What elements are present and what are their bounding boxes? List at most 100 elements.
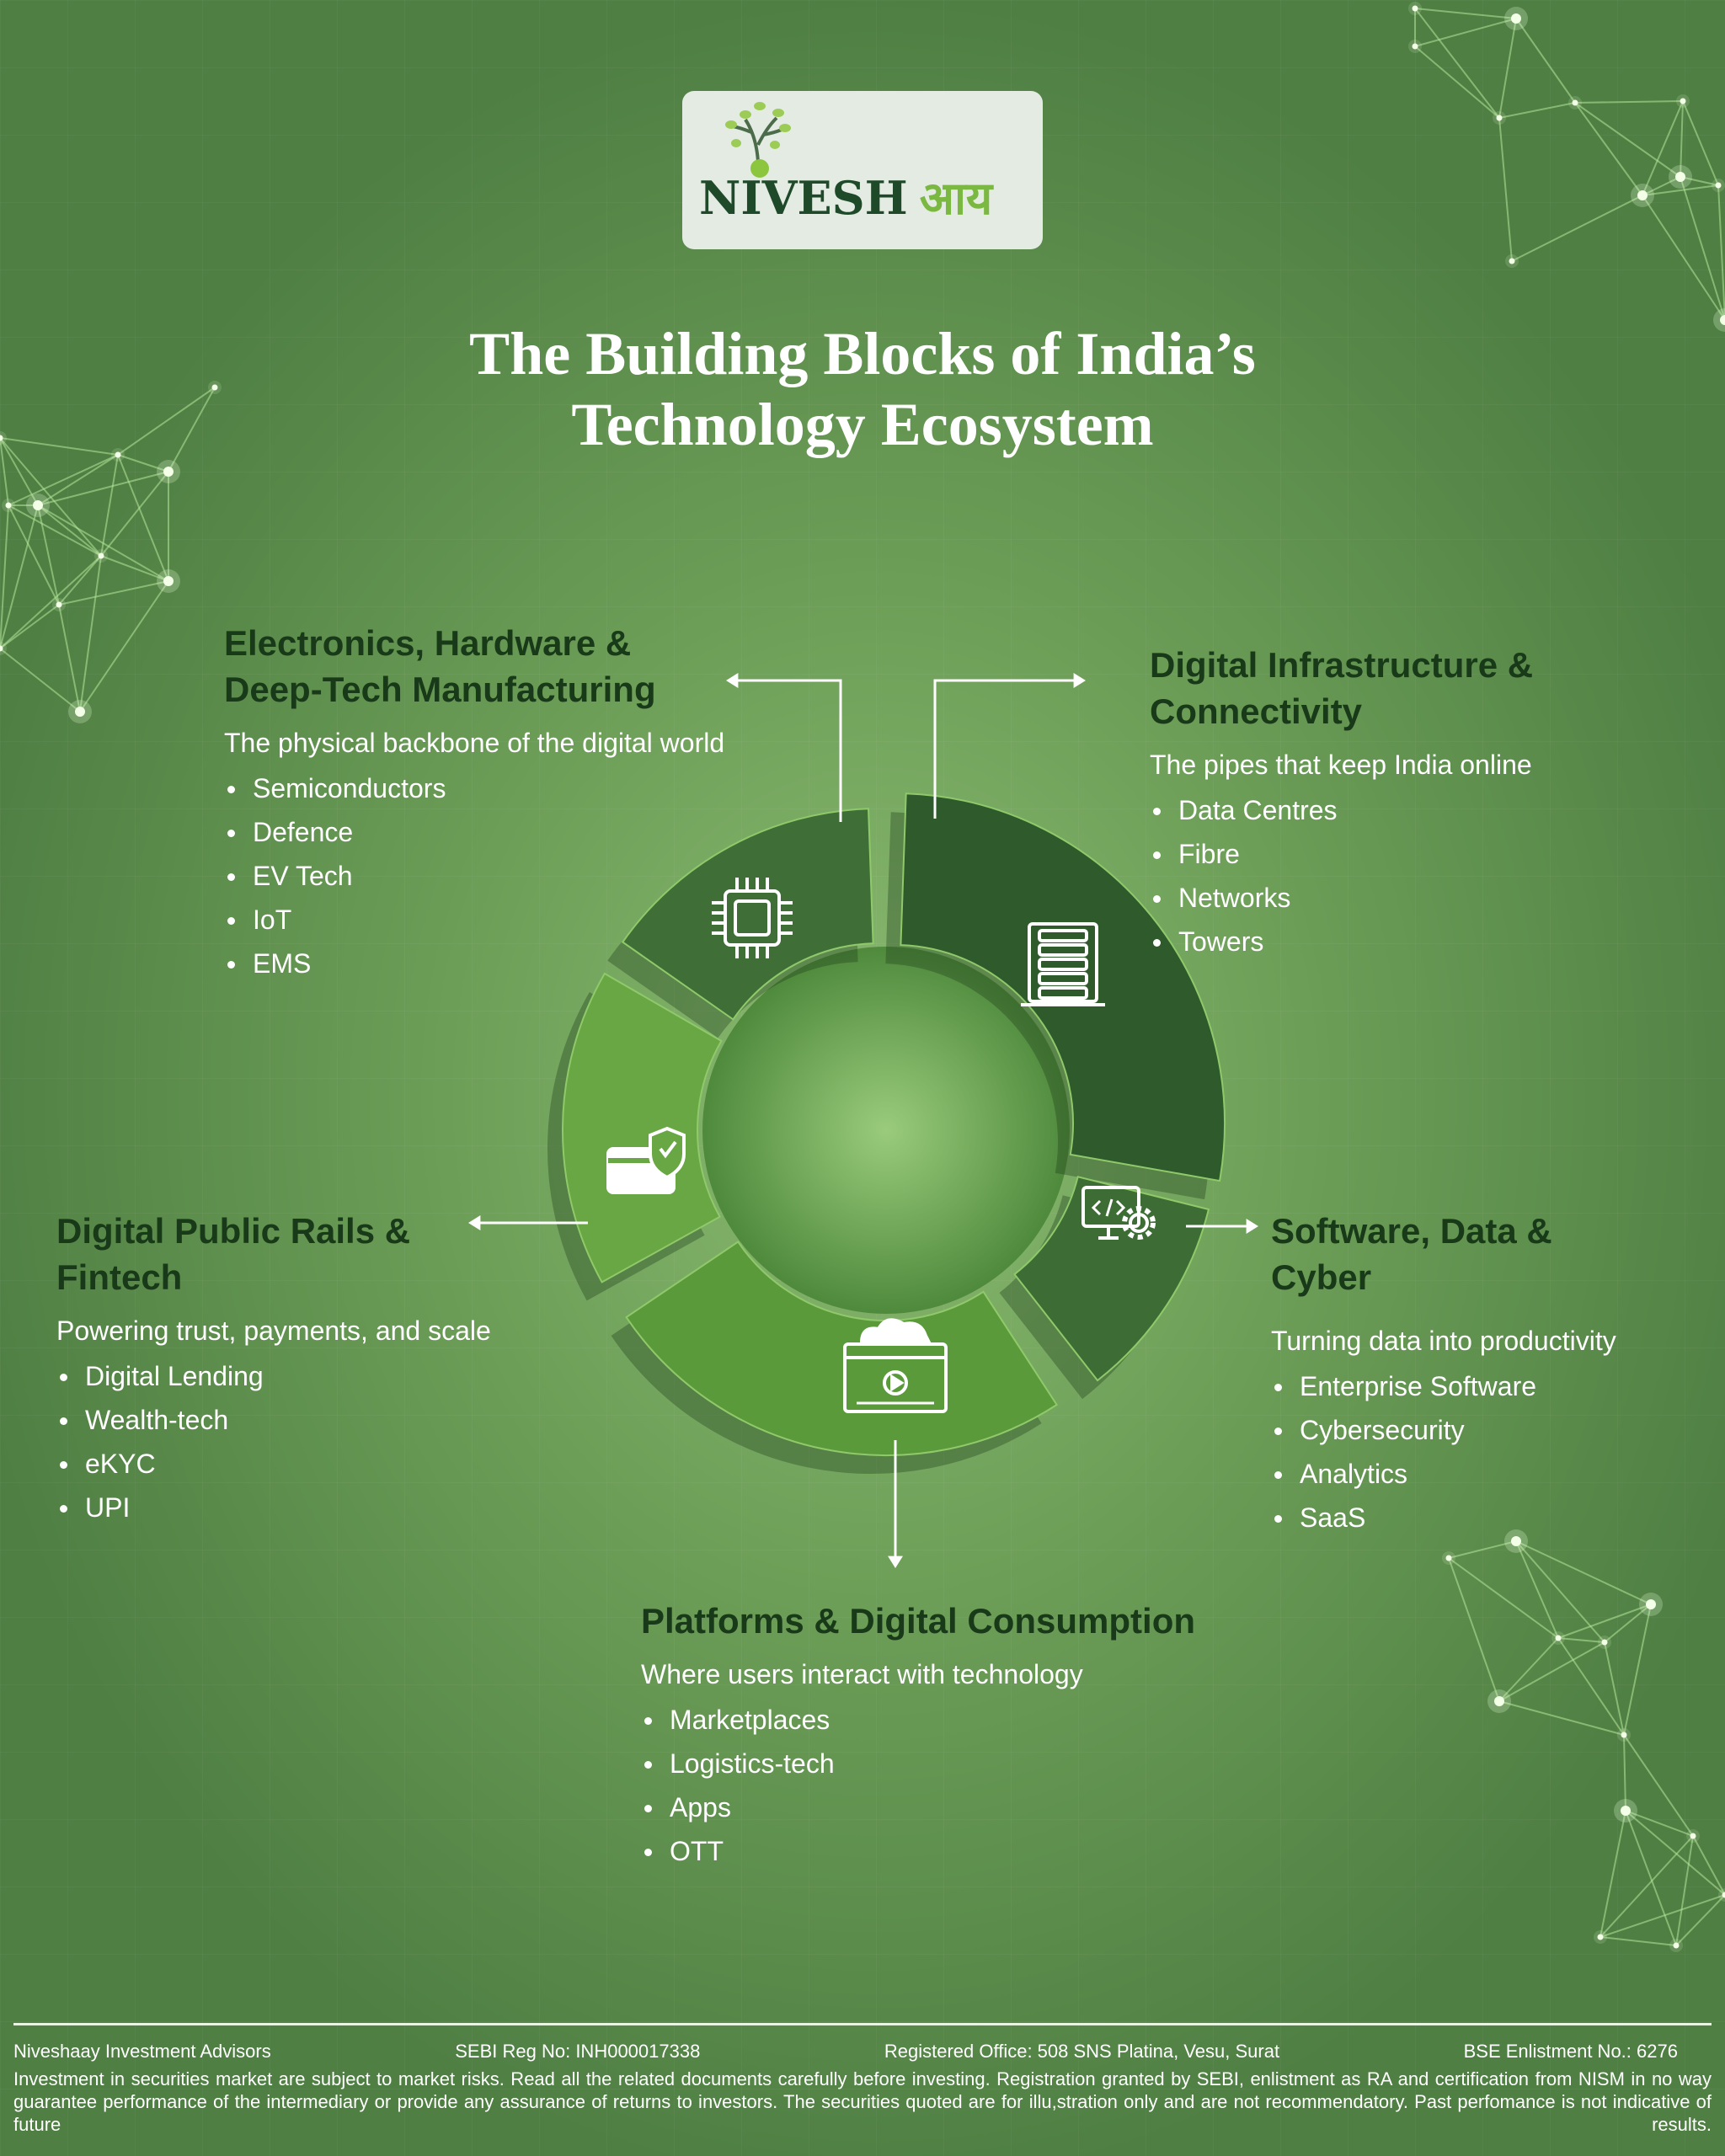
network-node [1673, 1942, 1680, 1949]
network-line [37, 454, 119, 506]
network-node [0, 435, 3, 441]
network-node [1646, 1599, 1656, 1609]
network-node [163, 467, 174, 477]
network-node [1572, 99, 1578, 106]
network-glow [0, 431, 7, 445]
footer-sebi-reg: SEBI Reg No: INH000017338 [455, 2041, 701, 2062]
block-fintech: Digital Public Rails &Fintech Powering t… [56, 1208, 491, 1529]
network-node [1715, 182, 1722, 189]
block-heading: Digital Infrastructure &Connectivity [1150, 645, 1534, 731]
network-line [1642, 176, 1681, 196]
network-glow [1713, 308, 1725, 332]
network-line [0, 437, 9, 506]
network-line [1448, 1557, 1500, 1702]
network-node [1412, 43, 1418, 50]
network-node [1722, 1892, 1725, 1898]
network-line [1414, 18, 1517, 47]
logo-brand-hindi: आय [919, 173, 993, 224]
network-line [1498, 117, 1513, 262]
network-line [1515, 18, 1576, 104]
cloud-video-player-icon [843, 1318, 948, 1413]
block-subtitle: The pipes that keep India online [1150, 750, 1532, 780]
network-glow [1718, 1888, 1725, 1902]
page-title: The Building Blocks of India’s Technolog… [0, 318, 1725, 460]
network-line [1557, 1604, 1652, 1639]
network-line [1498, 1637, 1559, 1702]
network-line [1574, 102, 1681, 178]
list-item: UPI [56, 1486, 491, 1529]
list-item: Networks [1150, 876, 1533, 920]
network-node [98, 552, 104, 559]
network-line [1717, 184, 1725, 321]
network-line [0, 437, 119, 456]
network-node [1680, 98, 1686, 104]
network-node [115, 451, 121, 458]
network-line [1599, 1936, 1677, 1946]
network-line [1498, 1700, 1625, 1736]
network-line [8, 504, 102, 557]
title-line-1: The Building Blocks of India’s [469, 320, 1256, 387]
network-line [37, 504, 60, 606]
network-line [0, 648, 81, 712]
logo: NIVESH आय [682, 91, 1043, 249]
network-line [58, 580, 169, 606]
network-line [1574, 102, 1643, 196]
network-line [1498, 102, 1576, 119]
list-item: Enterprise Software [1271, 1364, 1616, 1408]
network-glow [0, 642, 7, 655]
network-line [1414, 45, 1500, 119]
network-line [1642, 184, 1719, 196]
network-line [1414, 8, 1500, 119]
network-line [100, 555, 169, 582]
list-item: eKYC [56, 1442, 491, 1486]
network-line [1604, 1604, 1652, 1643]
network-line [100, 471, 169, 557]
network-node [1690, 1833, 1696, 1839]
network-node [1621, 1732, 1627, 1738]
network-line [1557, 1637, 1605, 1643]
network-line [117, 454, 169, 582]
network-line [1448, 1557, 1559, 1639]
block-heading: Digital Public Rails &Fintech [56, 1211, 411, 1297]
footer-bse: BSE Enlistment No.: 6276 [1463, 2041, 1678, 2062]
logo-brand: NIVESH [699, 171, 908, 225]
network-line [1675, 1894, 1725, 1946]
list-item: Cybersecurity [1271, 1408, 1616, 1452]
list-item: Wealth-tech [56, 1398, 491, 1442]
segment-fintech [562, 972, 723, 1283]
network-line [0, 504, 9, 649]
list-item: Semiconductors [224, 766, 724, 810]
list-item: EMS [224, 942, 724, 985]
footer-divider [13, 2023, 1712, 2025]
network-line [37, 504, 102, 557]
footer: Niveshaay Investment Advisors SEBI Reg N… [13, 2023, 1712, 2136]
network-line [1692, 1835, 1725, 1896]
network-node [1509, 258, 1515, 264]
network-line [1498, 18, 1517, 119]
footer-office: Registered Office: 508 SNS Platina, Vesu… [884, 2041, 1280, 2062]
network-line [1682, 100, 1719, 186]
network-line [1599, 1810, 1626, 1938]
block-platforms: Platforms & Digital Consumption Where us… [641, 1598, 1195, 1873]
network-line [1642, 100, 1684, 196]
network-node [1720, 315, 1725, 325]
network-line [0, 504, 39, 649]
block-subtitle: Powering trust, payments, and scale [56, 1315, 491, 1346]
list-item: EV Tech [224, 854, 724, 898]
network-line [1604, 1641, 1625, 1736]
list-item: Defence [224, 810, 724, 854]
footer-company: Niveshaay Investment Advisors [13, 2041, 271, 2062]
network-line [1623, 1734, 1694, 1837]
list-item: Towers [1150, 920, 1533, 963]
network-line [58, 604, 81, 712]
donut-center [702, 947, 1070, 1314]
network-line [1623, 1604, 1652, 1736]
network-line [79, 580, 169, 712]
list-item: Apps [641, 1785, 1195, 1829]
network-line [1680, 176, 1719, 186]
network-node [163, 576, 174, 586]
list-item: Logistics-tech [641, 1742, 1195, 1785]
